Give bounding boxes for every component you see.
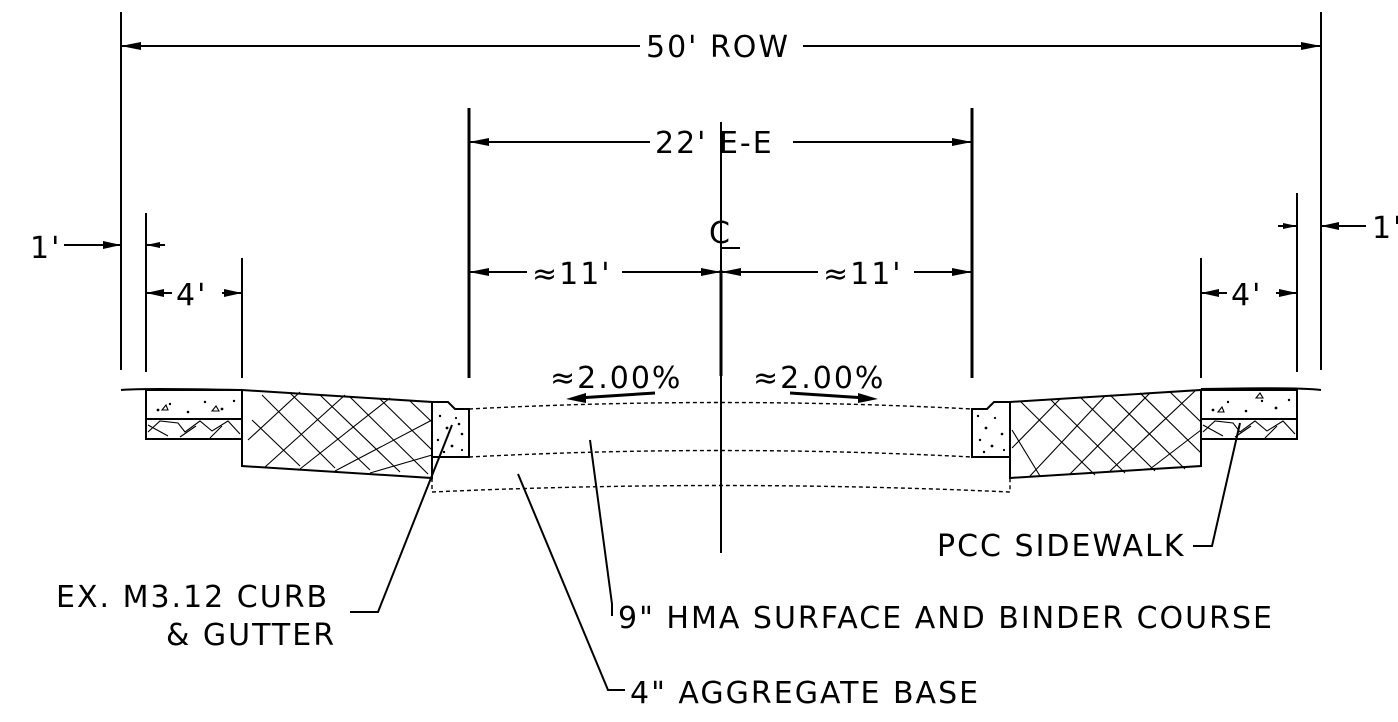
half-width-dimensions: ≈11' ≈11': [469, 257, 972, 292]
centerline: C: [709, 122, 740, 553]
pavement-layers: [431, 401, 1011, 493]
curb-gutter-label-line1: EX. M3.12 CURB: [56, 580, 329, 615]
offset-dimensions: 1' 1': [30, 211, 1398, 266]
curb-gutter-label-line2: & GUTTER: [166, 618, 336, 653]
centerline-symbol: C: [709, 216, 732, 251]
sidewalk-dimensions: 4' 4': [146, 278, 1297, 313]
slope-annotations: ≈2.00% ≈2.00%: [550, 361, 885, 403]
left-embankment: [241, 388, 433, 480]
right-sidewalk: [1200, 389, 1298, 440]
hma-layer-label: 9" HMA SURFACE AND BINDER COURSE: [618, 601, 1274, 636]
right-curb-gutter: [971, 401, 1011, 458]
edge-to-edge-label: 22' E-E: [655, 126, 774, 161]
half-width-left-label: ≈11': [532, 257, 612, 292]
row-dimension: 50' ROW: [121, 30, 1321, 65]
left-sidewalk-width-label: 4': [176, 278, 207, 313]
callout-labels: EX. M3.12 CURB & GUTTER PCC SIDEWALK 9" …: [56, 529, 1274, 711]
extension-lines: [120, 12, 1322, 378]
aggregate-base-label: 4" AGGREGATE BASE: [630, 676, 980, 711]
right-offset-label: 1': [1372, 211, 1398, 246]
half-width-right-label: ≈11': [823, 257, 903, 292]
pcc-sidewalk-label: PCC SIDEWALK: [937, 529, 1185, 564]
edge-to-edge-dimension: 22' E-E: [469, 126, 972, 161]
leader-lines: [350, 422, 1241, 691]
left-offset-label: 1': [30, 231, 61, 266]
slope-left-label: ≈2.00%: [550, 361, 682, 396]
right-sidewalk-width-label: 4': [1231, 278, 1262, 313]
row-width-label: 50' ROW: [646, 30, 790, 65]
right-embankment: [1009, 388, 1202, 480]
slope-right-label: ≈2.00%: [753, 361, 885, 396]
left-sidewalk: [145, 389, 243, 440]
